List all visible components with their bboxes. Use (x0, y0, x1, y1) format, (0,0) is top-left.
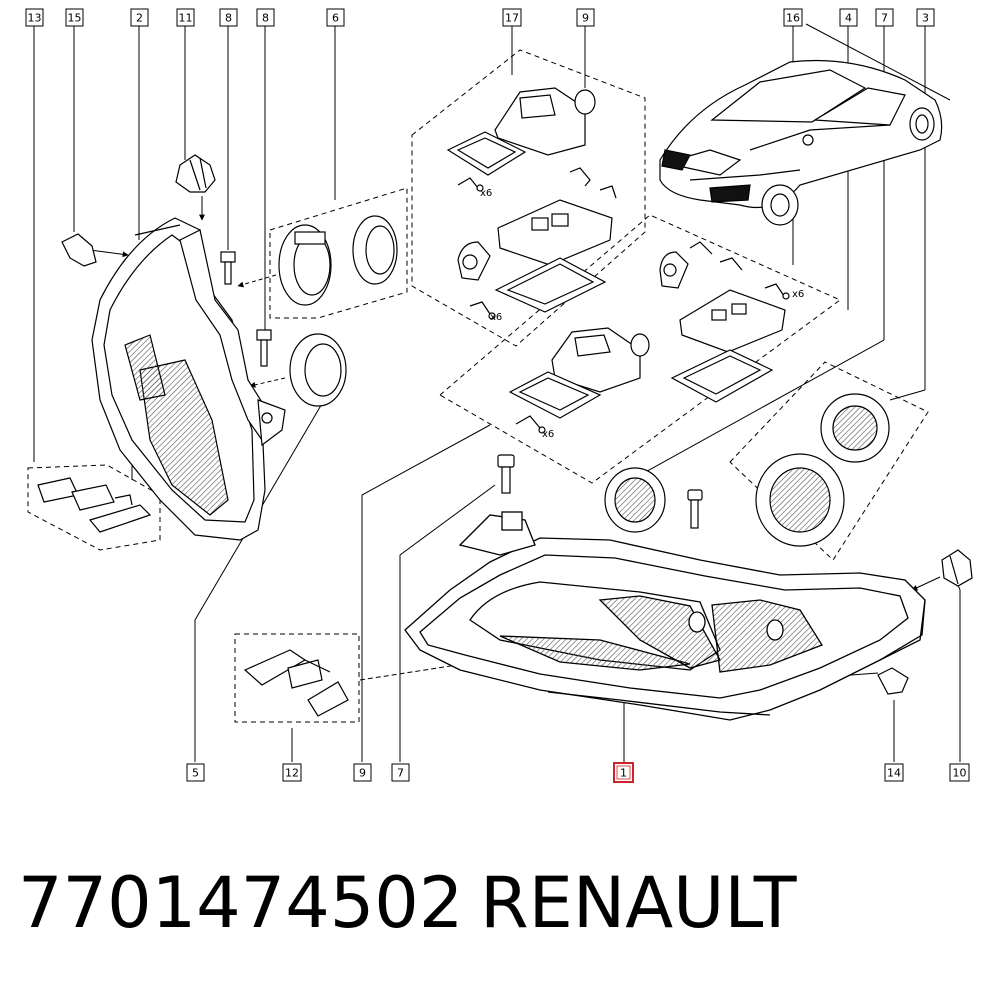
bracket-set-13 (37, 477, 152, 533)
cover-gasket-group-9 (508, 327, 774, 434)
callout-9[interactable]: 9 (353, 763, 372, 782)
callout-label: 10 (953, 767, 967, 780)
callout-5[interactable]: 5 (186, 763, 205, 782)
callout-6[interactable]: 6 (326, 8, 345, 27)
xenon-ballast-group-17 (446, 87, 617, 320)
callout-3[interactable]: 3 (916, 8, 935, 27)
callout-label: 4 (845, 12, 852, 25)
headlamp-side-view (91, 217, 286, 541)
bulb-caps-3-4 (604, 393, 890, 547)
car-illustration (659, 59, 943, 226)
callout-14[interactable]: 14 (884, 763, 904, 782)
bolt-part-7-left (497, 454, 515, 494)
callout-label: 8 (225, 12, 232, 25)
callout-8[interactable]: 8 (219, 8, 238, 27)
callout-2[interactable]: 2 (130, 8, 149, 27)
callout-label: 16 (786, 12, 800, 25)
brand-name: RENAULT (480, 862, 797, 944)
callout-label: 14 (887, 767, 901, 780)
callout-12[interactable]: 12 (282, 763, 302, 782)
clip-part-11 (175, 154, 216, 193)
quantity-label: x6 (480, 188, 492, 199)
callout-label: 5 (192, 767, 199, 780)
callout-label: 2 (136, 12, 143, 25)
bracket-set-12 (243, 649, 349, 717)
headlamp-front-view (404, 511, 926, 721)
callout-label: 13 (28, 12, 42, 25)
callout-9[interactable]: 9 (576, 8, 595, 27)
callout-label: 3 (922, 12, 929, 25)
callout-label: 1 (620, 767, 627, 780)
part-number: 7701474502 (18, 862, 464, 944)
callout-label: 17 (505, 12, 519, 25)
callout-13[interactable]: 13 (25, 8, 44, 27)
callout-1-highlighted[interactable]: 1 (613, 762, 634, 783)
callout-label: 15 (68, 12, 82, 25)
clip-part-10 (941, 549, 973, 587)
bulb-holders-6 (278, 215, 398, 407)
clip-part-14 (877, 667, 909, 695)
quantity-label: x6 (542, 429, 554, 440)
quantity-label: x6 (490, 312, 502, 323)
callout-7[interactable]: 7 (391, 763, 410, 782)
callout-17[interactable]: 17 (502, 8, 522, 27)
callout-11[interactable]: 11 (176, 8, 195, 27)
callout-label: 7 (881, 12, 888, 25)
callout-label: 9 (582, 12, 589, 25)
callout-10[interactable]: 10 (949, 763, 970, 782)
callout-label: 9 (359, 767, 366, 780)
quantity-label: x6 (792, 289, 804, 300)
bolt-part-7-right (687, 489, 703, 529)
callout-7[interactable]: 7 (875, 8, 894, 27)
callout-4[interactable]: 4 (839, 8, 858, 27)
clip-part-15 (61, 233, 97, 267)
callout-label: 12 (285, 767, 299, 780)
callout-15[interactable]: 15 (65, 8, 84, 27)
callout-8[interactable]: 8 (256, 8, 275, 27)
xenon-ballast-group-16 (659, 241, 790, 353)
callout-label: 6 (332, 12, 339, 25)
callout-label: 7 (397, 767, 404, 780)
callout-label: 11 (179, 12, 193, 25)
callout-16[interactable]: 16 (783, 8, 803, 27)
bolt-part-8-upper (220, 251, 236, 285)
bolt-part-8-lower (256, 329, 272, 367)
callout-label: 8 (262, 12, 269, 25)
